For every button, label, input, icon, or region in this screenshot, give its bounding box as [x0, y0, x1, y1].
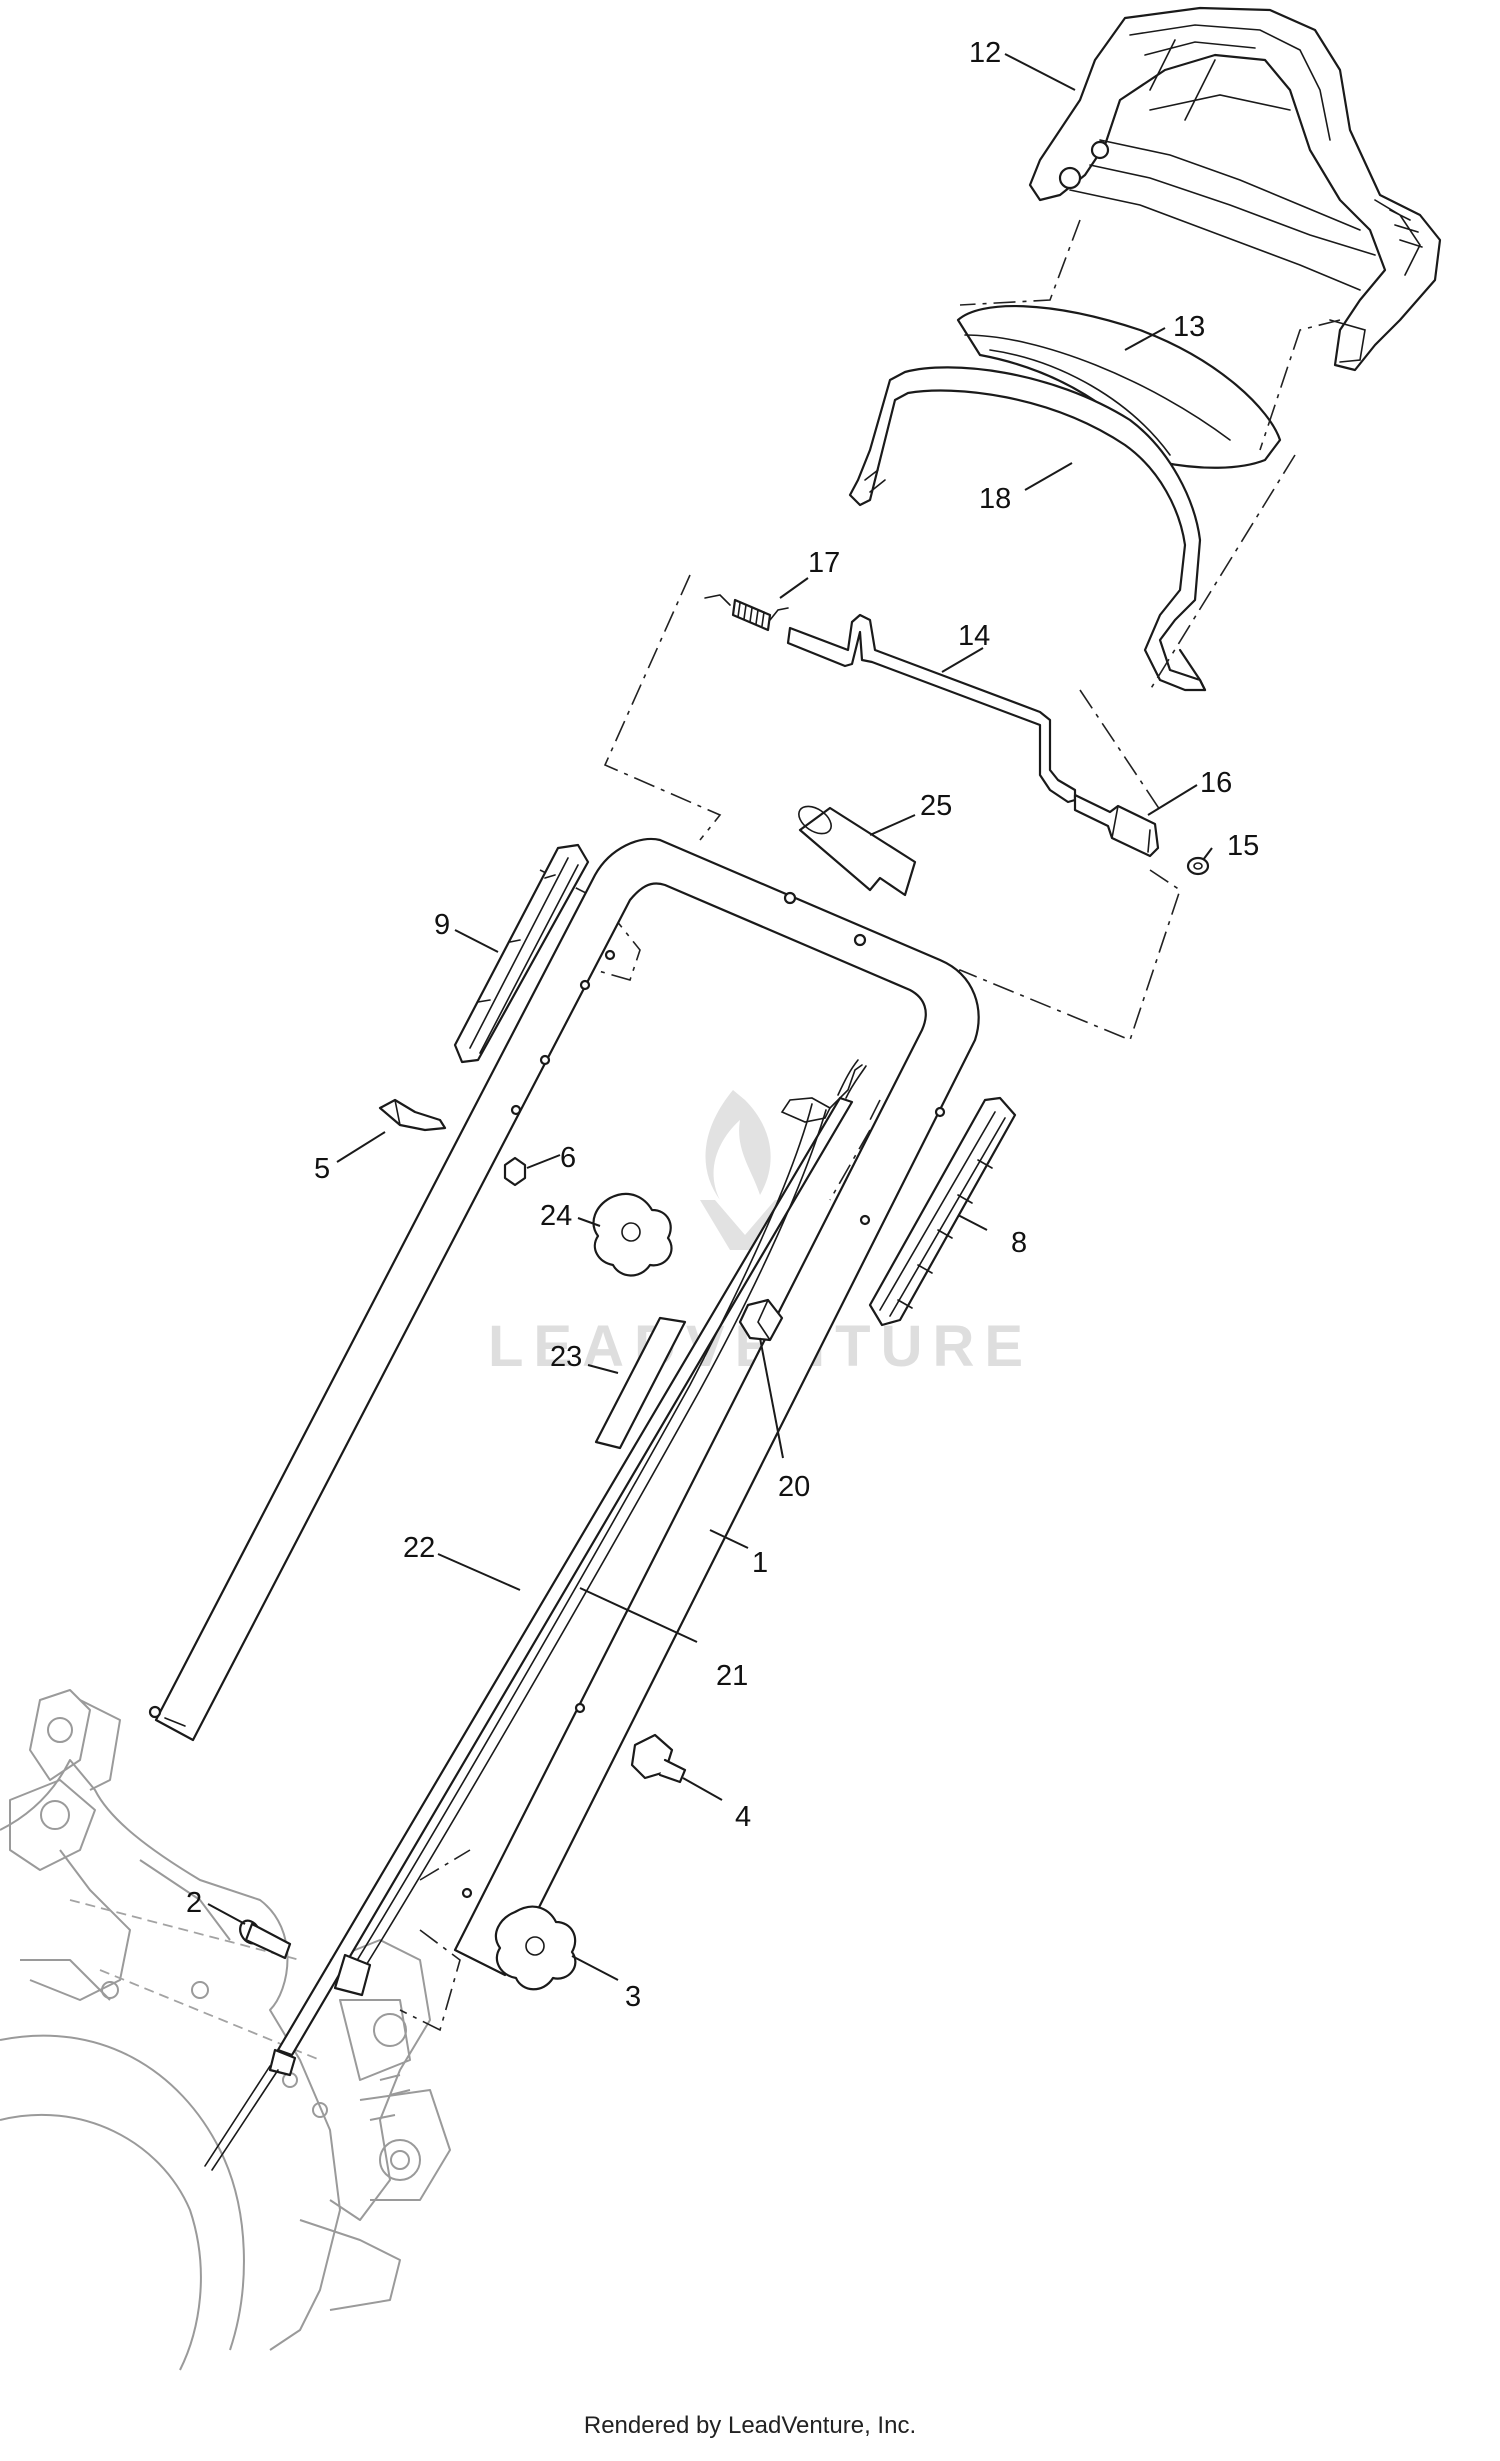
callout-25: 25 — [920, 790, 952, 822]
callout-16: 16 — [1200, 767, 1232, 799]
part-16-pivot — [1073, 793, 1160, 858]
phantom-outlines — [399, 219, 1341, 2032]
part-21-22-cables — [204, 1059, 867, 2171]
callout-1: 1 — [752, 1547, 768, 1579]
part-17-spring — [704, 594, 789, 632]
callout-15: 15 — [1227, 830, 1259, 862]
part-1-main-handle — [148, 837, 980, 1977]
part-5-cable-clip — [378, 1098, 447, 1132]
callout-21: 21 — [716, 1660, 748, 1692]
part-24-knob-upper — [592, 1192, 673, 1277]
callout-9: 9 — [434, 909, 450, 941]
part-6-nut — [503, 1156, 527, 1187]
callout-13: 13 — [1173, 311, 1205, 343]
callout-17: 17 — [808, 547, 840, 579]
callout-8: 8 — [1011, 1227, 1027, 1259]
part-23-pad — [594, 1316, 687, 1450]
part-2-bolt — [239, 1919, 292, 1960]
callout-12: 12 — [969, 37, 1001, 69]
callout-6: 6 — [560, 1142, 576, 1174]
callout-3: 3 — [625, 1981, 641, 2013]
callout-14: 14 — [958, 620, 990, 652]
part-25-sleeve — [798, 805, 917, 897]
callout-4: 4 — [735, 1801, 751, 1833]
leader-lines — [207, 53, 1213, 1981]
render-credit: Rendered by LeadVenture, Inc. — [583, 2412, 917, 2439]
callout-20: 20 — [778, 1471, 810, 1503]
part-3-knob-lower — [494, 1905, 577, 1991]
callout-24: 24 — [540, 1200, 572, 1232]
part-20-cable-clip — [738, 1298, 784, 1342]
part-8-cable-guide-right — [868, 1096, 1017, 1327]
part-18-bail — [848, 366, 1207, 692]
callout-22: 22 — [403, 1532, 435, 1564]
part-15-washer — [1186, 856, 1210, 876]
part-4-bushing — [630, 1733, 687, 1784]
callout-labels: 12 13 18 17 14 16 15 25 9 5 6 24 8 23 20… — [186, 37, 1259, 2013]
mower-deck-ghost — [0, 1689, 451, 2371]
callout-23: 23 — [550, 1341, 582, 1373]
callout-18: 18 — [979, 483, 1011, 515]
part-9-cable-guide-left — [453, 843, 590, 1064]
part-12-upper-handle — [1028, 6, 1442, 372]
part-14-linkage-rod — [786, 613, 1077, 804]
callout-5: 5 — [314, 1153, 330, 1185]
callout-2: 2 — [186, 1887, 202, 1919]
